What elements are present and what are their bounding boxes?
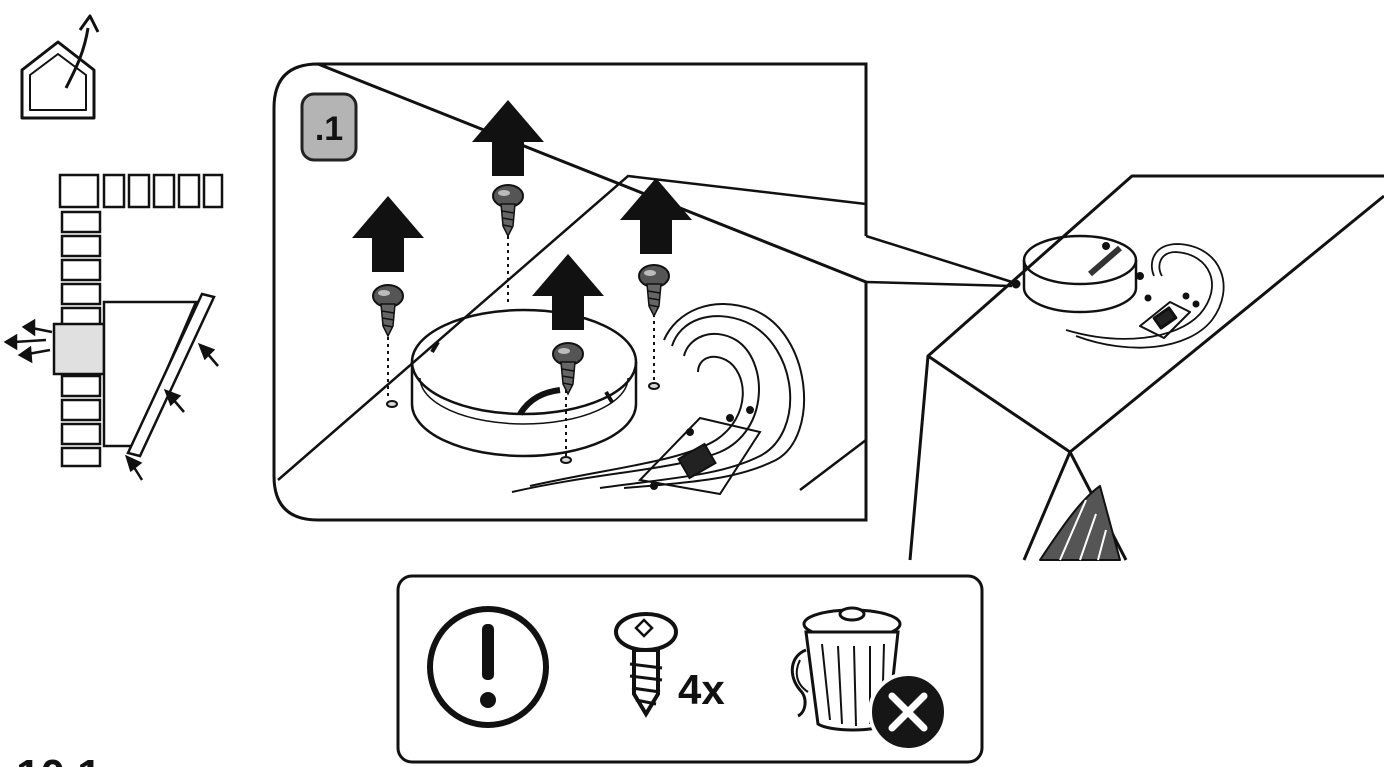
wall-mounted-hood-icon (52, 173, 224, 468)
house-exhaust-icon (20, 14, 100, 120)
exclamation-warning-icon (427, 606, 549, 728)
control-panel (637, 406, 762, 496)
hood-top-detail (277, 174, 867, 496)
hood-overview (908, 174, 1384, 561)
zoom-connector-lines (865, 234, 1013, 288)
screw (638, 264, 670, 317)
step-badge: .1 (300, 92, 358, 162)
outlet-ring (410, 308, 638, 458)
removal-arrow (472, 100, 544, 176)
hood-rib (511, 303, 805, 493)
airflow-arrows-icon (3, 318, 219, 481)
removal-arrow (532, 254, 604, 330)
screw-icon (614, 612, 678, 718)
detail-frame (272, 62, 868, 522)
screw (552, 342, 584, 395)
screw-guide-lines (387, 236, 655, 456)
screw-quantity: 4x (678, 666, 725, 713)
cancel-x-icon (868, 672, 948, 752)
screw (492, 184, 524, 237)
screw (372, 284, 404, 337)
screw-hole (386, 382, 660, 464)
removal-arrow (352, 196, 424, 272)
figure-number: 10.1 (16, 751, 102, 767)
step-badge-label: .1 (315, 110, 343, 148)
